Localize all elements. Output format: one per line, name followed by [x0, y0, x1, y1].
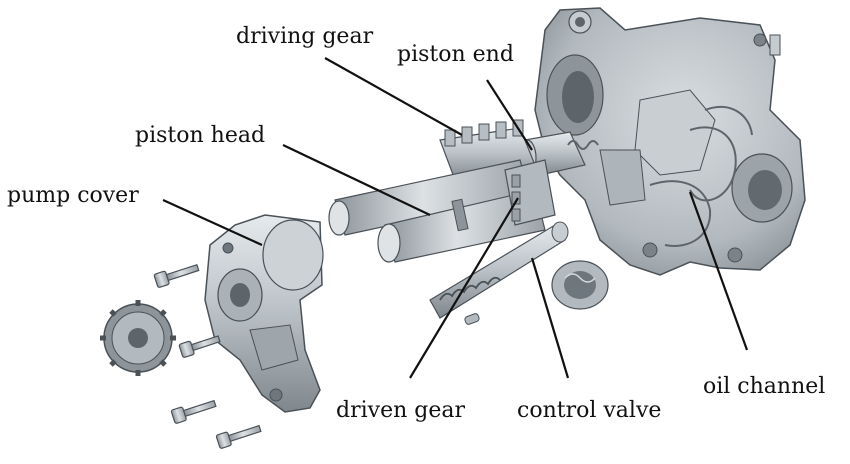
label-pump-cover: pump cover [7, 183, 139, 208]
label-oil-channel: oil channel [703, 374, 826, 399]
bolt [153, 263, 200, 288]
leader-line-driven-gear [409, 197, 519, 379]
leader-lines [162, 57, 749, 379]
pump-housing [534, 7, 806, 276]
leader-line-driving-gear [324, 57, 463, 136]
label-driving-gear: driving gear [236, 24, 374, 49]
bolt [178, 335, 221, 358]
label-driven-gear: driven gear [336, 398, 465, 423]
pump-cover-part [204, 214, 324, 413]
bolt [215, 424, 262, 449]
control-valve-part [429, 221, 609, 325]
bolt [170, 399, 217, 424]
piston-head-part [328, 159, 546, 263]
leader-line-piston-head [282, 144, 431, 216]
leader-line-piston-end [486, 79, 533, 151]
bolts [153, 263, 262, 449]
leader-line-control-valve [530, 257, 570, 379]
label-piston-end: piston end [397, 42, 514, 67]
loose-gear-part [100, 300, 176, 376]
leader-line-pump-cover [162, 198, 263, 247]
label-control-valve: control valve [517, 398, 662, 423]
leader-line-oil-channel [688, 191, 749, 351]
label-piston-head: piston head [135, 123, 266, 148]
